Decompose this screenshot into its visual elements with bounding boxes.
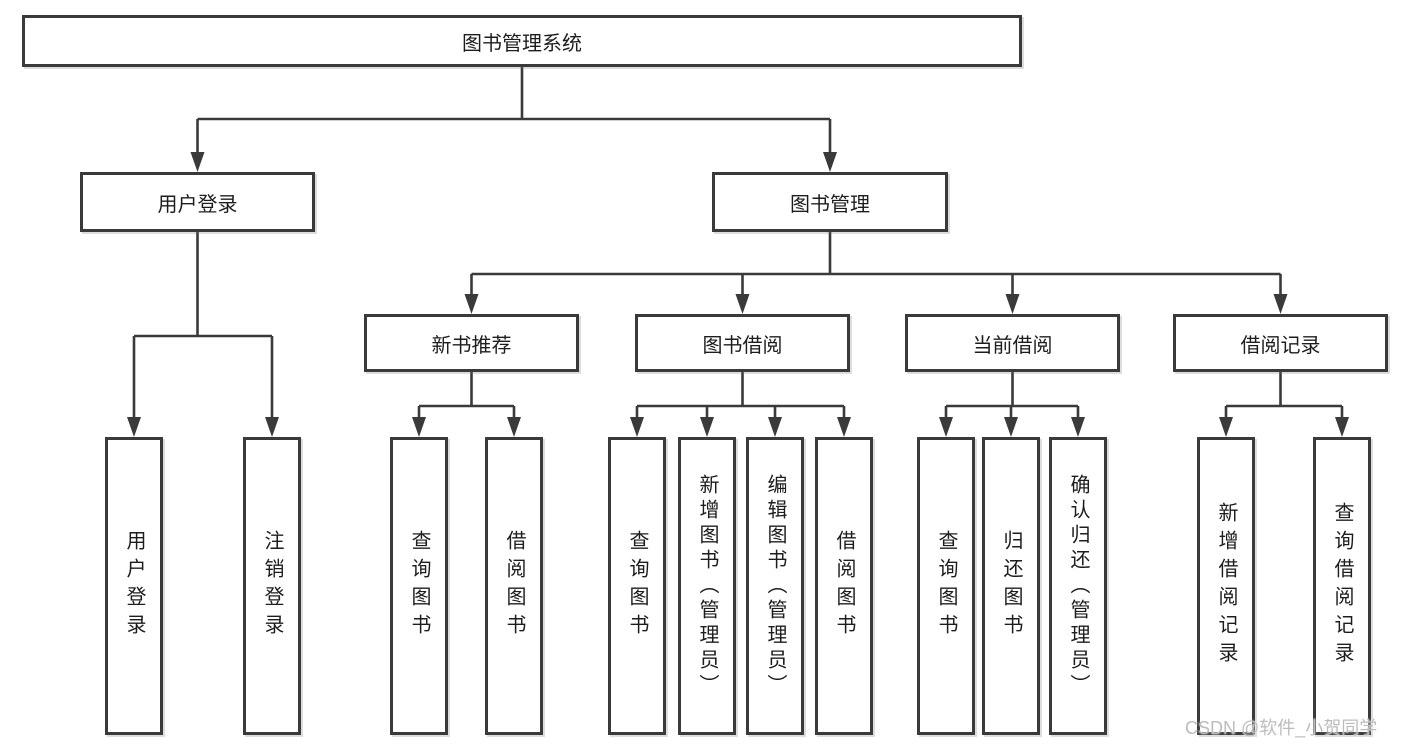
connector-borrow-to-leaves: [635, 372, 846, 421]
node-label: 当前借阅: [972, 334, 1053, 357]
leaf-add-borrow-record: 新增借阅记录: [1197, 437, 1255, 735]
node-label: 借阅图书: [833, 530, 855, 642]
leaf-add-books-admin: 新增图书（管理员）: [678, 437, 736, 735]
connector-newbooks-to-leaves: [417, 372, 516, 421]
node-current-borrowing: 当前借阅: [905, 314, 1120, 372]
leaf-query-books-recommend: 查询图书: [390, 437, 448, 735]
node-label: 查询图书: [935, 530, 957, 642]
connector-root-to-level2: [196, 67, 832, 156]
node-label: 确认归还（管理员）: [1067, 473, 1089, 699]
node-label: 注销登录: [261, 530, 283, 642]
csdn-watermark: CSDN @软件_小贺同学: [1185, 718, 1378, 738]
arrowheads: [127, 152, 1349, 437]
leaf-logout: 注销登录: [243, 437, 301, 735]
connector-userlogin-to-leaves: [132, 232, 274, 421]
node-label: 新书推荐: [431, 334, 512, 357]
node-label: 用户登录: [123, 530, 145, 642]
leaf-edit-books-admin: 编辑图书（管理员）: [746, 437, 804, 735]
node-label: 用户登录: [157, 193, 238, 216]
leaf-user-login: 用户登录: [105, 437, 163, 735]
node-label: 查询借阅记录: [1331, 502, 1353, 670]
connector-records-to-leaves: [1224, 372, 1344, 421]
leaf-query-books-borrowing: 查询图书: [608, 437, 666, 735]
node-label: 查询图书: [626, 530, 648, 642]
leaf-borrow-books-recommend: 借阅图书: [485, 437, 543, 735]
leaf-return-books: 归还图书: [982, 437, 1040, 735]
node-book-management: 图书管理: [712, 172, 948, 232]
node-label: 借阅图书: [503, 530, 525, 642]
node-book-borrowing: 图书借阅: [635, 314, 850, 372]
node-label: 归还图书: [1000, 530, 1022, 642]
leaf-borrow-books: 借阅图书: [815, 437, 873, 735]
connector-bookmgmt-to-level3: [470, 232, 1282, 298]
node-label: 图书管理系统: [462, 32, 582, 55]
node-label: 图书借阅: [702, 334, 783, 357]
node-label: 图书管理: [790, 193, 870, 216]
connector-current-to-leaves: [944, 372, 1080, 421]
node-label: 新增借阅记录: [1215, 502, 1237, 670]
node-new-book-recommend: 新书推荐: [364, 314, 579, 372]
node-label: 新增图书（管理员）: [696, 473, 718, 699]
node-borrowing-records: 借阅记录: [1173, 314, 1388, 372]
node-library-management-system: 图书管理系统: [22, 15, 1022, 67]
leaf-confirm-return-admin: 确认归还（管理员）: [1049, 437, 1107, 735]
node-user-login: 用户登录: [80, 172, 315, 232]
node-label: 借阅记录: [1240, 334, 1321, 357]
leaf-query-borrow-record: 查询借阅记录: [1313, 437, 1371, 735]
leaf-query-books-current: 查询图书: [917, 437, 975, 735]
node-label: 查询图书: [408, 530, 430, 642]
node-label: 编辑图书（管理员）: [764, 473, 786, 699]
